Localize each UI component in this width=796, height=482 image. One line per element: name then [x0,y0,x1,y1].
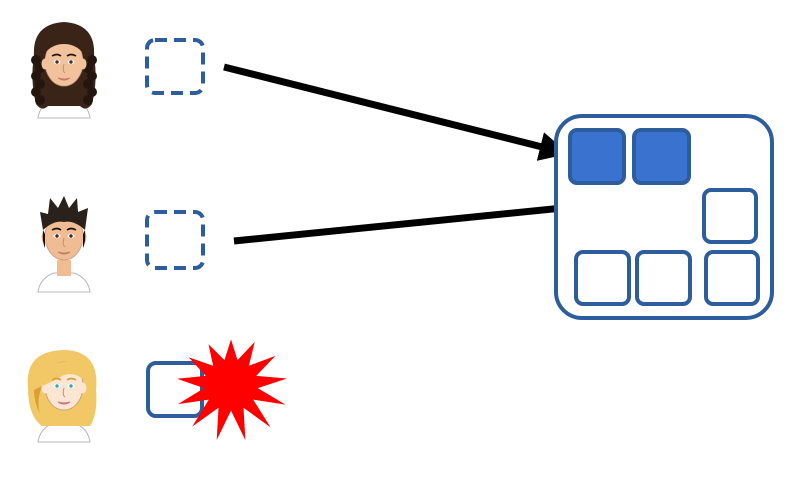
allocation-arrow [223,63,569,161]
user-spiky-hair-avatar [37,196,91,293]
pending-slot-dashed [145,38,205,95]
pool-slot-filled [632,128,691,185]
pool-slot-empty [704,250,760,306]
pool-slot-filled [568,128,626,185]
user-curly-hair-avatar [31,22,97,119]
pool-slot-empty [635,250,692,306]
pending-slot-dashed [145,210,205,270]
explosion-icon [177,339,287,441]
pool-slot-empty [574,250,631,306]
pool-slot-empty [702,188,758,244]
rejected-slot [146,361,204,418]
user-blonde-hair-avatar [27,350,97,443]
